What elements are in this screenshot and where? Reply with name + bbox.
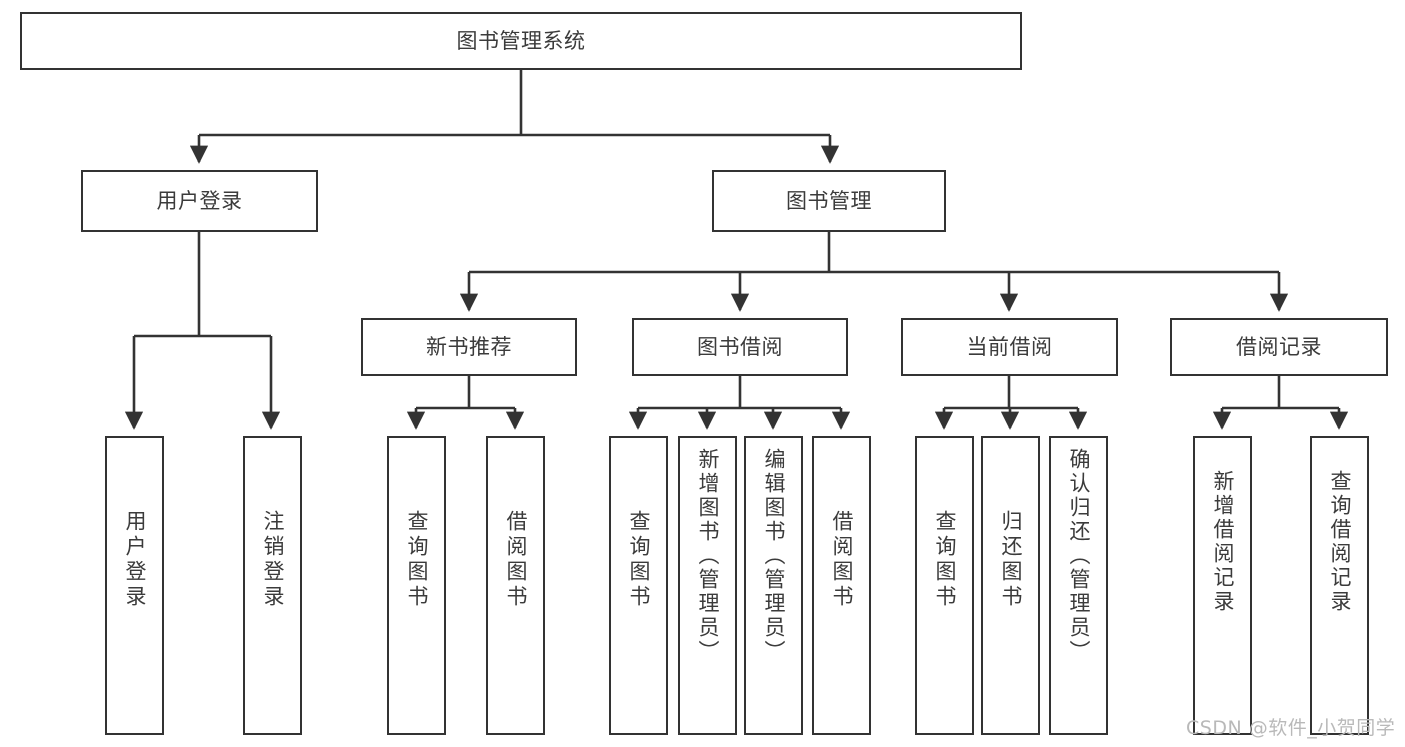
node-leaf-query-book-1[interactable]: 查询图书 <box>387 436 446 735</box>
node-leaf-borrow-book-1-label: 借阅图书 <box>504 510 528 610</box>
node-leaf-confirm-return[interactable]: 确认归还（管理员） <box>1049 436 1108 735</box>
node-leaf-add-record-label: 新增借阅记录 <box>1211 470 1235 614</box>
node-leaf-edit-book-label: 编辑图书（管理员） <box>762 448 786 664</box>
node-current-borrow-label: 当前借阅 <box>966 334 1053 359</box>
node-leaf-query-record[interactable]: 查询借阅记录 <box>1310 436 1369 735</box>
node-leaf-query-book-3-label: 查询图书 <box>933 510 957 610</box>
node-leaf-query-book-1-label: 查询图书 <box>405 510 429 610</box>
node-leaf-confirm-return-label: 确认归还（管理员） <box>1067 448 1091 664</box>
node-leaf-user-logout-label: 注销登录 <box>261 510 285 610</box>
node-book-borrow[interactable]: 图书借阅 <box>632 318 848 376</box>
node-leaf-user-login[interactable]: 用户登录 <box>105 436 164 735</box>
node-leaf-borrow-book-1[interactable]: 借阅图书 <box>486 436 545 735</box>
node-leaf-query-record-label: 查询借阅记录 <box>1328 470 1352 614</box>
node-leaf-return-book-label: 归还图书 <box>999 510 1023 610</box>
node-current-borrow[interactable]: 当前借阅 <box>901 318 1118 376</box>
node-leaf-borrow-book-2[interactable]: 借阅图书 <box>812 436 871 735</box>
node-leaf-add-record[interactable]: 新增借阅记录 <box>1193 436 1252 735</box>
node-book-manage[interactable]: 图书管理 <box>712 170 946 232</box>
node-new-book-rec[interactable]: 新书推荐 <box>361 318 577 376</box>
csdn-watermark: CSDN @软件_小贺同学 <box>1186 717 1396 739</box>
node-leaf-query-book-2-label: 查询图书 <box>627 510 651 610</box>
node-borrow-record-label: 借阅记录 <box>1236 334 1322 359</box>
node-leaf-return-book[interactable]: 归还图书 <box>981 436 1040 735</box>
node-root[interactable]: 图书管理系统 <box>20 12 1022 70</box>
node-leaf-query-book-2[interactable]: 查询图书 <box>609 436 668 735</box>
node-leaf-query-book-3[interactable]: 查询图书 <box>915 436 974 735</box>
node-root-label: 图书管理系统 <box>456 28 586 53</box>
node-leaf-edit-book[interactable]: 编辑图书（管理员） <box>744 436 803 735</box>
node-leaf-user-logout[interactable]: 注销登录 <box>243 436 302 735</box>
node-leaf-user-login-label: 用户登录 <box>123 510 147 610</box>
node-leaf-add-book[interactable]: 新增图书（管理员） <box>678 436 737 735</box>
node-borrow-record[interactable]: 借阅记录 <box>1170 318 1388 376</box>
node-leaf-borrow-book-2-label: 借阅图书 <box>830 510 854 610</box>
node-new-book-rec-label: 新书推荐 <box>426 334 512 359</box>
node-book-manage-label: 图书管理 <box>786 188 872 213</box>
node-book-borrow-label: 图书借阅 <box>697 334 783 359</box>
node-leaf-add-book-label: 新增图书（管理员） <box>696 448 720 664</box>
node-user-login-label: 用户登录 <box>156 188 243 213</box>
node-user-login[interactable]: 用户登录 <box>81 170 318 232</box>
